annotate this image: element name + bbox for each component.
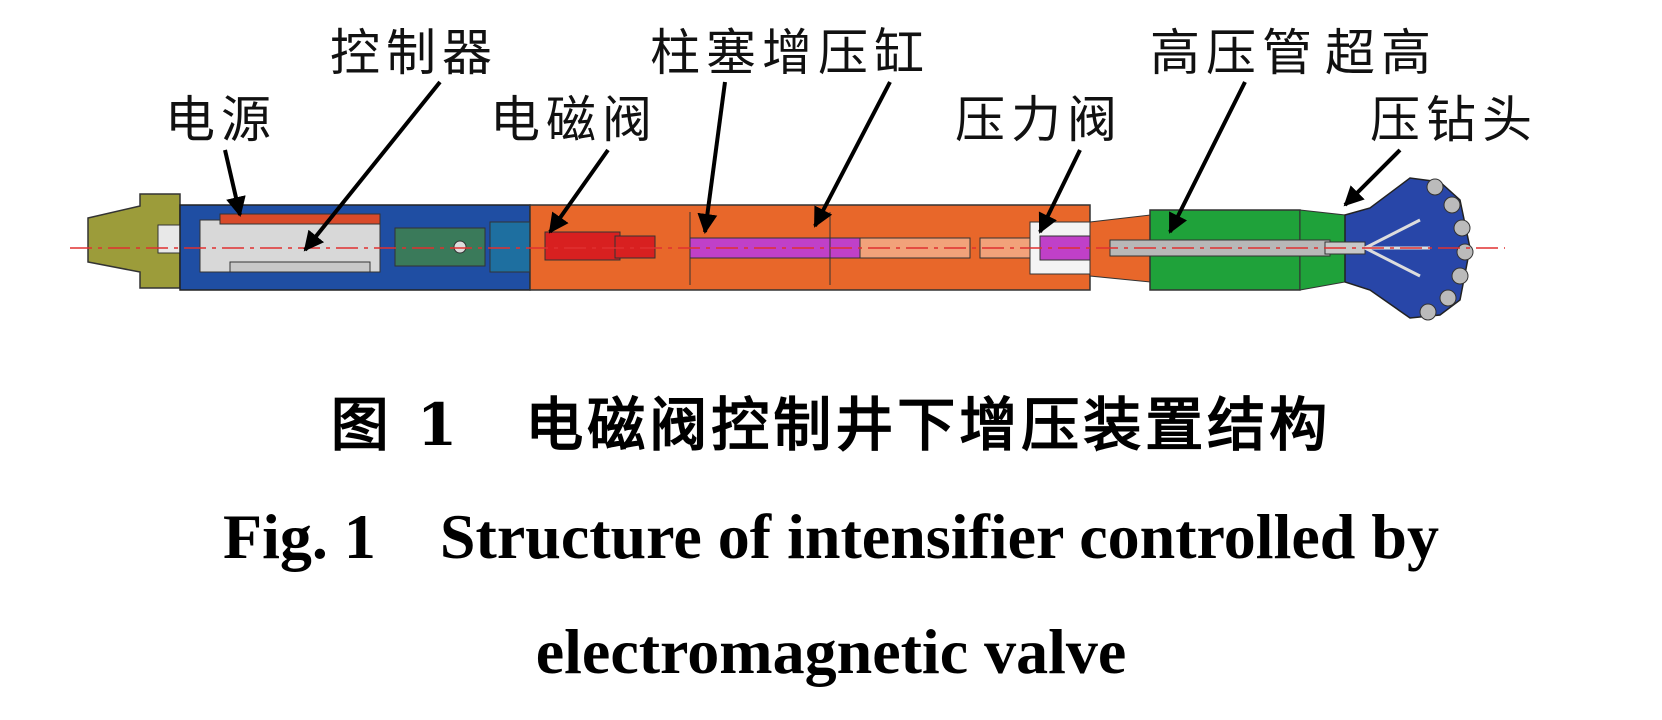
arrow-plunger-cylinder-2 bbox=[813, 81, 892, 228]
label-power: 电源 bbox=[165, 91, 277, 149]
arrow-high-pressure-pipe bbox=[1168, 81, 1247, 234]
caption-zh-number: 图 1 bbox=[330, 391, 462, 459]
arrow-power bbox=[223, 149, 246, 217]
caption-zh-title: 电磁阀控制井下增压装置结构 bbox=[525, 391, 1332, 459]
drill-bit bbox=[1324, 177, 1474, 321]
arrow-plunger-cylinder bbox=[697, 81, 727, 234]
caption-en-line2: electromagnetic valve bbox=[0, 615, 1662, 689]
arrow-solenoid-valve bbox=[548, 148, 610, 234]
arrow-pressure-valve bbox=[1038, 149, 1082, 234]
caption-en-line1: Fig. 1 Structure of intensifier controlle… bbox=[0, 500, 1662, 574]
arrow-controller bbox=[303, 80, 442, 252]
caption-en-number: Fig. 1 bbox=[223, 501, 376, 572]
label-pressure-valve: 压力阀 bbox=[955, 91, 1123, 149]
intensifier-diagram: 电源 控制器 电磁阀 柱塞增压缸 压力阀 高压管 超高 压钻头 bbox=[70, 24, 1538, 321]
label-drill-bit-line1: 超高 bbox=[1325, 24, 1437, 82]
caption-en-title-line2: electromagnetic valve bbox=[535, 616, 1127, 687]
label-high-pressure-pipe: 高压管 bbox=[1150, 24, 1318, 82]
caption-zh: 图 1 电磁阀控制井下增压装置结构 bbox=[0, 378, 1662, 462]
label-controller: 控制器 bbox=[330, 24, 498, 82]
label-solenoid-valve: 电磁阀 bbox=[490, 91, 658, 149]
label-drill-bit-line2: 压钻头 bbox=[1370, 91, 1538, 149]
caption-en-title-line1: Structure of intensifier controlled by bbox=[439, 501, 1439, 572]
label-plunger-cylinder: 柱塞增压缸 bbox=[650, 24, 930, 82]
arrow-drill-bit bbox=[1343, 148, 1402, 207]
